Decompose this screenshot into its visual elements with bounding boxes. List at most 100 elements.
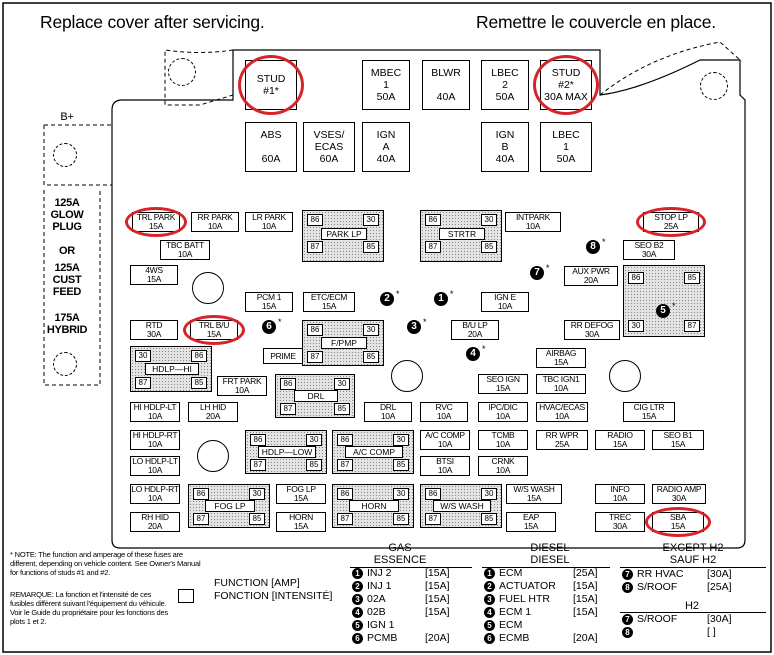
legend-number-icon: 3 [352,593,363,605]
fuse-radio: RADIO 15A [595,430,645,450]
legend-function: INJ 1 [367,580,392,592]
fuse-lo-hdlp-rt: LO HDLP-RT 10A [130,484,180,504]
highlight-trl-bu [183,315,245,345]
mounting-hole-icon [609,360,641,392]
fuse-rr-park: RR PARK 10A [191,212,239,232]
mounting-bolt-icon [168,58,196,86]
legend-function: FUEL HTR [499,593,550,605]
legend-function: INJ 2 [367,567,392,579]
fuse-ign-e: IGN E 10A [481,292,529,312]
b-plus-label: B+ [60,111,74,123]
legend-number-icon: 8 [622,626,633,638]
fuse-horn: HORN 15A [276,512,326,532]
fuse-frt-park: FRT PARK 10A [217,376,267,396]
fuse-ipc-dic: IPC/DIC 10A [478,402,528,422]
legend-function: IGN 1 [367,619,395,631]
legend-function: 02B [367,606,386,618]
relay-ac-comp: 86 30 87 85 A/C COMP [332,430,414,474]
asterisk-marker: * [396,289,400,299]
highlight-stud-2 [533,55,599,115]
legend-function: ECMB [499,632,530,644]
fuse-4ws: 4WS 15A [130,265,178,285]
fuse-drl: DRL 10A [364,402,412,422]
highlight-trl-park [125,207,187,237]
fuse-ac-comp: A/C COMP 10A [420,430,470,450]
marker-8: 8 [586,240,600,254]
legend-gas-title: GAS ESSENCE [373,542,427,566]
fuse-tbc-batt: TBC BATT 10A [160,240,210,260]
fuse-ign-a: IGN A 40A [362,122,410,172]
fuse-eap: EAP 15A [506,512,556,532]
legend-divider [620,567,766,568]
legend-divider [620,612,766,613]
legend-function: ACTUATOR [499,580,556,592]
legend-function: S/ROOF [637,581,678,593]
fuse-rvc: RVC 10A [420,402,468,422]
relay-5: 86 85 30 87 [623,265,705,337]
marker-5: 5 [656,304,670,318]
legend-number-icon: 8 [622,581,633,593]
legend-amperage: [30A] [707,568,732,580]
fuse-abs: ABS 60A [245,122,297,172]
fuse-lbec-1: LBEC 1 50A [540,122,592,172]
legend-amperage: [20A] [425,632,450,644]
marker-7: 7 [530,266,544,280]
legend-number-icon: 5 [484,619,495,631]
fuse-mbec-1: MBEC 1 50A [362,60,410,110]
legend-number-icon: 4 [484,606,495,618]
marker-2: 2 [380,292,394,306]
relay-f-pmp: 86 30 87 85 F/PMP [302,320,384,366]
legend-function: 02A [367,593,386,605]
fuse-ign-b: IGN B 40A [481,122,529,172]
marker-1: 1 [434,292,448,306]
legend-row: 8 S/ROOF [25A] [622,581,768,594]
asterisk-marker: * [546,263,550,273]
fuse-cig-ltr: CIG LTR 15A [623,402,675,422]
legend-row: 3 02A [15A] [352,593,477,606]
legend-number-icon: 2 [352,580,363,592]
fuse-fog-lp: FOG LP 15A [276,484,326,504]
marker-4: 4 [466,347,480,361]
asterisk-marker: * [10,550,15,559]
fuse-hvac-ecas: HVAC/ECAS 10A [536,402,588,422]
relay-horn: 86 30 87 85 HORN [332,484,414,528]
fuse-seo-b2: SEO B2 30A [623,240,675,260]
fuse-hi-hdlp-lt: HI HDLP-LT 10A [130,402,180,422]
legend-divider [482,567,610,568]
legend-number-icon: 6 [484,632,495,644]
asterisk-marker: * [278,317,282,327]
fuse-info: INFO 10A [595,484,645,504]
glow-plug-label: 125A GLOW PLUG [50,197,84,233]
fuse-btsi: BTSI 10A [420,456,470,476]
fuse-pcm-1: PCM 1 15A [245,292,293,312]
header-right: Remettre le couvercle en place. [476,12,716,32]
fuse-prime: PRIME [263,348,303,364]
legend-amperage: [ ] [707,626,716,638]
legend-number-icon: 1 [484,567,495,579]
fuse-tbc-ign1: TBC IGN1 10A [536,374,586,394]
fuse-tcmb: TCMB 10A [478,430,528,450]
legend-amperage: [25A] [707,581,732,593]
note-english: * NOTE: The function and amperage of the… [10,550,201,577]
fuse-bu-lp: B/U LP 20A [451,320,499,340]
legend-amperage: [15A] [425,593,450,605]
relay-park-lp: 86 30 87 85 PARK LP [302,210,384,262]
asterisk-marker: * [423,317,427,327]
fuse-vses-ecas: VSES/ ECAS 60A [303,122,355,172]
legend-number-icon: 2 [484,580,495,592]
legend-amperage: [15A] [573,606,598,618]
fuse-crnk: CRNK 10A [478,456,528,476]
fuse-lr-park: LR PARK 10A [245,212,293,232]
